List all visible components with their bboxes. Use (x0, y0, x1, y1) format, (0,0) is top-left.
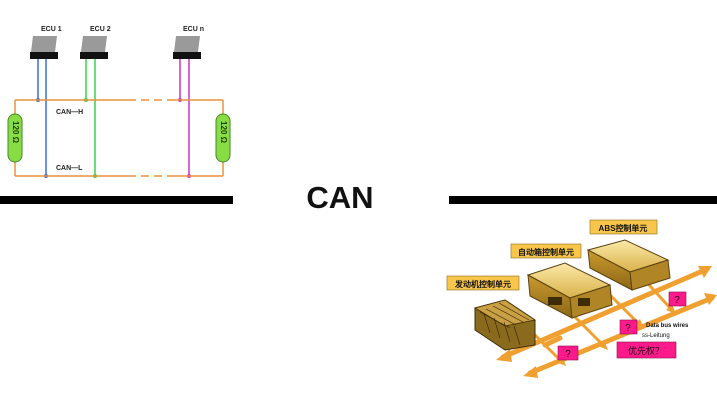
ecu-2-node: ECU 2 (80, 26, 111, 178)
unknown-mark-1: ? (674, 295, 680, 306)
terminator-left: 120 Ω (7, 100, 23, 176)
unknown-mark-2: ? (625, 323, 631, 334)
priority-label: 优先权？ (628, 345, 664, 356)
unknown-tag-3: ? (557, 345, 579, 361)
ecu-n-node: ECU n (173, 26, 204, 178)
bus-arrows (500, 267, 715, 376)
slide-title: CAN (306, 180, 374, 215)
engine-unit-tag: 发动机控制单元 (446, 275, 520, 291)
ecu-1-body (31, 36, 57, 52)
vehicle-network-illustration: ABS控制单元 自动箱控制单元 发动机控制单元 ? ? ? Data bus w… (446, 219, 717, 378)
transmission-unit-tag: 自动箱控制单元 (510, 243, 582, 259)
engine-unit-label: 发动机控制单元 (454, 279, 511, 289)
bus-arrowheads (496, 266, 717, 378)
ecu-2-plug (80, 52, 108, 59)
transmission-control-unit (526, 262, 613, 319)
data-bus-wires-label-german: ss-Leitung (642, 333, 670, 339)
abs-control-unit (586, 239, 671, 291)
abs-unit-tag: ABS控制单元 (589, 219, 658, 235)
terminator-right-label: 120 Ω (219, 121, 228, 144)
transmission-unit-label: 自动箱控制单元 (518, 247, 574, 257)
abs-unit-label: ABS控制单元 (599, 223, 648, 233)
ecu-n-body (174, 36, 200, 52)
unknown-tag-2: ? (619, 319, 638, 335)
engine-control-unit (473, 299, 537, 351)
ecu-n-label: ECU n (183, 26, 204, 33)
ecu-1-label: ECU 1 (41, 26, 62, 33)
data-bus-wires-label: Data bus wires (646, 323, 689, 329)
can-low-label: CAN—L (56, 165, 83, 172)
ecu-2-body (81, 36, 107, 52)
divider-left (0, 196, 233, 204)
priority-tag: 优先权？ (616, 341, 677, 359)
unknown-tag-1: ? (668, 291, 687, 307)
ecu-n-plug (173, 52, 201, 59)
can-bus-diagram: ECU 1 ECU 2 ECU n (7, 26, 231, 178)
unknown-mark-3: ? (565, 349, 571, 360)
ecu-1-node: ECU 1 (30, 26, 62, 178)
terminator-right: 120 Ω (215, 100, 231, 176)
ecu-1-plug (30, 52, 58, 59)
terminator-left-label: 120 Ω (11, 121, 20, 144)
divider-right (449, 196, 717, 204)
can-high-label: CAN—H (56, 109, 83, 116)
ecu-2-label: ECU 2 (90, 26, 111, 33)
terminator-right-resistor (215, 113, 231, 163)
terminator-left-resistor (7, 113, 23, 163)
